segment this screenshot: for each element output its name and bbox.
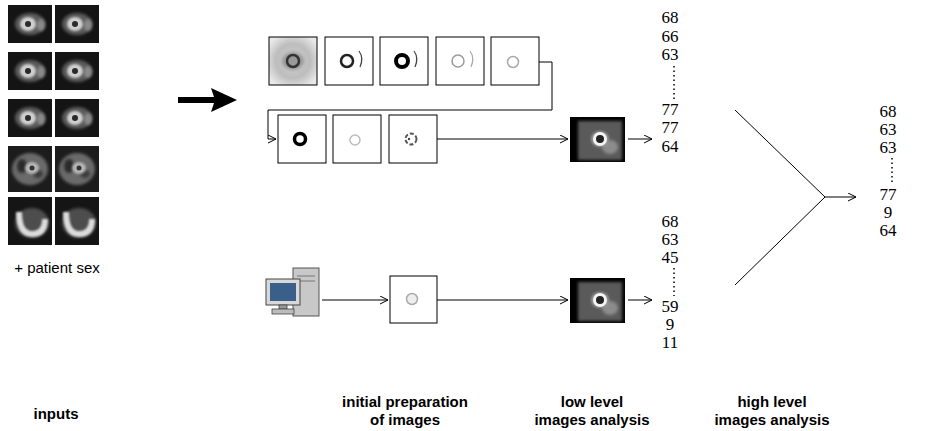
ring-image bbox=[287, 55, 299, 67]
segmented-scan bbox=[570, 278, 625, 323]
image-box bbox=[325, 37, 373, 85]
result-value: 63 bbox=[880, 121, 897, 139]
ring-image bbox=[341, 55, 353, 67]
ellipsis-dots bbox=[891, 158, 893, 184]
input-scan bbox=[8, 146, 52, 192]
image-box bbox=[389, 115, 437, 163]
flow-arrow bbox=[628, 300, 652, 301]
feature-value: 68 bbox=[662, 9, 679, 27]
merge-line bbox=[735, 110, 825, 197]
edge-arc bbox=[359, 51, 362, 67]
feature-value: 77 bbox=[662, 119, 679, 137]
feature-value: 66 bbox=[662, 28, 679, 46]
stage-caption: high level images analysis bbox=[706, 393, 838, 429]
ring-spot bbox=[408, 138, 410, 140]
ring-image bbox=[508, 57, 519, 68]
flow-arrow bbox=[437, 300, 568, 301]
merge-line bbox=[735, 197, 825, 285]
flow-arrow bbox=[628, 139, 652, 140]
ring-image bbox=[406, 134, 417, 145]
input-scan bbox=[55, 146, 99, 192]
image-box bbox=[333, 115, 381, 163]
image-box bbox=[269, 37, 317, 85]
input-scan bbox=[55, 197, 99, 245]
flow-arrow bbox=[825, 197, 856, 198]
input-scans bbox=[8, 5, 99, 245]
input-scan bbox=[55, 99, 99, 137]
feature-value: 68 bbox=[662, 213, 679, 231]
computer-drive bbox=[297, 276, 315, 277]
ring-image bbox=[452, 55, 464, 67]
preparation-row bbox=[278, 115, 437, 163]
input-scan bbox=[8, 99, 52, 137]
image-box bbox=[436, 37, 484, 85]
feature-value: 59 bbox=[662, 298, 679, 316]
computer-base bbox=[272, 309, 294, 314]
feature-value: 77 bbox=[662, 101, 679, 119]
feature-value: 45 bbox=[662, 249, 679, 267]
result-value: 64 bbox=[880, 222, 897, 240]
stage-caption: initial preparation of images bbox=[325, 393, 485, 429]
image-box bbox=[491, 37, 539, 85]
segmented-scan bbox=[570, 117, 625, 162]
edge-arc bbox=[470, 51, 473, 67]
ring-image bbox=[396, 55, 408, 67]
stage-caption: low level images analysis bbox=[526, 393, 658, 429]
computer-screen bbox=[270, 283, 296, 301]
input-scan bbox=[8, 5, 52, 43]
feature-value: 63 bbox=[662, 231, 679, 249]
feature-value: 63 bbox=[662, 46, 679, 64]
edge-arc bbox=[414, 51, 417, 67]
result-value: 77 bbox=[880, 186, 897, 204]
stage-caption: inputs bbox=[6, 405, 106, 423]
ellipsis-dots bbox=[673, 66, 675, 99]
computer-stand bbox=[279, 305, 287, 309]
result-value: 63 bbox=[880, 139, 897, 157]
feature-value: 64 bbox=[662, 138, 679, 156]
feature-value: 11 bbox=[662, 334, 678, 352]
image-box bbox=[380, 37, 428, 85]
ring-image bbox=[295, 134, 306, 145]
main-arrow bbox=[178, 88, 237, 112]
input-scan bbox=[55, 5, 99, 43]
preparation-row bbox=[269, 37, 539, 85]
input-scan bbox=[8, 197, 52, 245]
computer-monitor bbox=[266, 279, 300, 305]
ring-image bbox=[350, 135, 360, 145]
image-box bbox=[278, 115, 326, 163]
feature-value: 9 bbox=[666, 316, 675, 334]
input-note: + patient sex bbox=[14, 259, 99, 277]
ring-image bbox=[407, 294, 418, 305]
computer-icon bbox=[266, 268, 319, 316]
input-scan bbox=[55, 52, 99, 90]
image-blur bbox=[282, 52, 304, 70]
flow-arrow bbox=[322, 300, 388, 301]
input-scan bbox=[8, 52, 52, 90]
ellipsis-dots bbox=[673, 268, 675, 296]
flow-arrow bbox=[437, 139, 568, 140]
result-value: 68 bbox=[880, 103, 897, 121]
result-value: 9 bbox=[884, 204, 893, 222]
image-box bbox=[390, 276, 437, 323]
